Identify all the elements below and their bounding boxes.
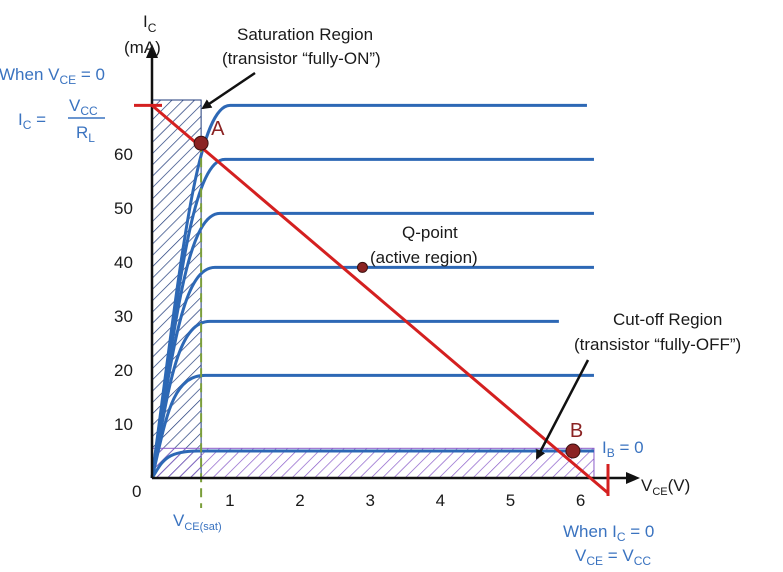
x-tick-label: 5 [506, 491, 515, 510]
qpoint-title: Q-point [402, 223, 458, 242]
vce-sat-label: VCE(sat) [173, 511, 222, 533]
point-q [356, 261, 368, 273]
x-tick-label: 3 [365, 491, 374, 510]
bottom-vce-label: VCE = VCC [575, 546, 651, 567]
load-line [151, 104, 609, 495]
fraction-numerator: VCC [69, 96, 98, 118]
y-tick-label: 60 [114, 145, 133, 164]
qpoint-subtitle: (active region) [370, 248, 478, 267]
operating-points: AB [193, 118, 583, 459]
ib-curve [150, 157, 594, 479]
ib-zero-label: IB = 0 [602, 438, 644, 460]
y-axis-unit: (mA) [124, 38, 161, 57]
x-tick-label: 1 [225, 491, 234, 510]
saturation-title: Saturation Region [237, 25, 373, 44]
y-axis-arrow [146, 44, 158, 58]
axis-ticks: 1 2 3 4 5 6 10 20 30 40 50 60 [114, 145, 585, 510]
y-tick-label: 50 [114, 199, 133, 218]
point-label-b: B [570, 420, 583, 442]
x-tick-label: 2 [295, 491, 304, 510]
y-tick-label: 30 [114, 307, 133, 326]
point-a [193, 135, 209, 151]
point-label-a: A [211, 118, 225, 140]
point-b [565, 443, 581, 459]
x-axis-label: VCE(V) [641, 476, 690, 498]
saturation-subtitle: (transistor “fully-ON”) [222, 49, 381, 68]
y-tick-label: 20 [114, 361, 133, 380]
left-when-label: When VCE = 0 [0, 65, 105, 87]
origin-label: 0 [132, 482, 141, 501]
x-tick-label: 6 [576, 491, 585, 510]
cutoff-subtitle: (transistor “fully-OFF”) [574, 335, 741, 354]
ib-curve [150, 449, 594, 479]
left-ic-label: IC = [18, 110, 46, 132]
cutoff-arrow [535, 359, 590, 460]
cutoff-region [151, 447, 595, 479]
fraction-denominator: RL [76, 123, 95, 145]
ib-curve [150, 319, 559, 479]
bottom-when-label: When IC = 0 [563, 522, 654, 544]
x-axis-arrow [626, 472, 640, 484]
cutoff-title: Cut-off Region [613, 310, 722, 329]
saturation-arrow [201, 71, 256, 110]
y-tick-label: 10 [114, 415, 133, 434]
y-axis-label: IC [143, 12, 157, 35]
x-tick-label: 4 [436, 491, 445, 510]
ib-curve [150, 265, 594, 479]
y-tick-label: 40 [114, 253, 133, 272]
